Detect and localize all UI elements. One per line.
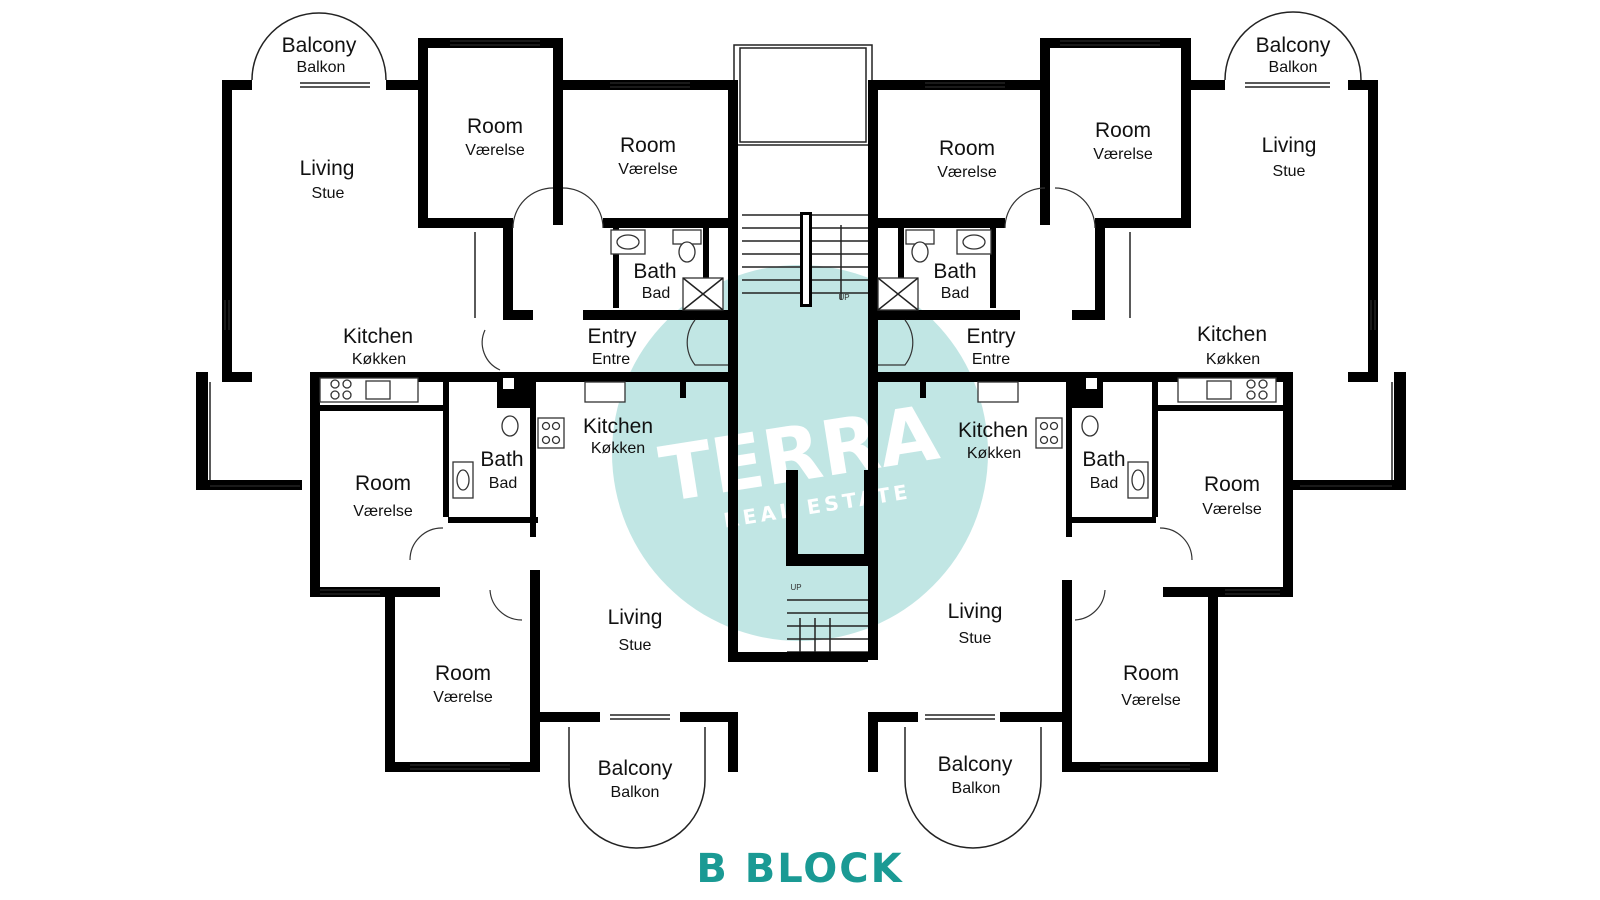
label-bath-top-left: Bath Bad xyxy=(633,260,676,302)
svg-text:Entre: Entre xyxy=(972,351,1010,368)
label-bath-bottom-left: Bath Bad xyxy=(480,448,523,492)
svg-text:Værelse: Værelse xyxy=(618,161,678,178)
label-entry-right: Entry Entre xyxy=(966,325,1016,368)
svg-text:Balkon: Balkon xyxy=(952,780,1001,797)
svg-text:Køkken: Køkken xyxy=(967,445,1021,462)
svg-text:Stue: Stue xyxy=(312,185,345,202)
label-room-top-right-b: Room Værelse xyxy=(1093,119,1153,163)
svg-text:Balcony: Balcony xyxy=(598,757,673,780)
label-balcony-top-right: Balcony Balkon xyxy=(1256,34,1331,76)
svg-text:Bad: Bad xyxy=(941,285,969,302)
svg-text:Bad: Bad xyxy=(1090,475,1118,492)
svg-text:Living: Living xyxy=(1262,134,1317,157)
svg-text:Værelse: Værelse xyxy=(353,503,413,520)
svg-text:Værelse: Værelse xyxy=(433,689,493,706)
svg-text:Køkken: Køkken xyxy=(591,440,645,457)
svg-text:Balcony: Balcony xyxy=(938,753,1013,776)
label-room-bottom-left-a: Room Værelse xyxy=(353,472,413,520)
svg-text:Room: Room xyxy=(467,115,523,138)
svg-text:Entry: Entry xyxy=(966,325,1016,348)
svg-text:Værelse: Værelse xyxy=(1121,692,1181,709)
svg-text:Bath: Bath xyxy=(933,260,976,283)
label-balcony-bottom-right: Balcony Balkon xyxy=(938,753,1013,797)
label-room-bottom-right-a: Room Værelse xyxy=(1202,473,1262,518)
svg-text:Room: Room xyxy=(435,662,491,685)
label-room-bottom-right-b: Room Værelse xyxy=(1121,662,1181,709)
svg-text:Kitchen: Kitchen xyxy=(343,325,413,348)
svg-text:Stue: Stue xyxy=(1273,163,1306,180)
svg-text:Balkon: Balkon xyxy=(1269,59,1318,76)
label-room-top-right-a: Room Værelse xyxy=(937,137,997,181)
watermark: TERRA REAL ESTATE xyxy=(612,265,988,641)
svg-text:Køkken: Køkken xyxy=(352,351,406,368)
label-living-top-right: Living Stue xyxy=(1262,134,1317,180)
svg-text:Kitchen: Kitchen xyxy=(958,419,1028,442)
stair-up-label-upper: UP xyxy=(838,293,849,302)
label-kitchen-top-right: Kitchen Køkken xyxy=(1197,323,1267,368)
svg-text:Bath: Bath xyxy=(480,448,523,471)
label-room-bottom-left-b: Room Værelse xyxy=(433,662,493,706)
svg-text:Room: Room xyxy=(620,134,676,157)
svg-text:Bad: Bad xyxy=(489,475,517,492)
svg-text:Balkon: Balkon xyxy=(297,59,346,76)
balcony-top-right xyxy=(1224,11,1362,81)
svg-text:Balkon: Balkon xyxy=(611,784,660,801)
label-entry-left: Entry Entre xyxy=(587,325,637,368)
watermark-circle xyxy=(612,265,988,641)
windows xyxy=(209,40,1393,770)
label-kitchen-top-left: Kitchen Køkken xyxy=(343,325,413,368)
label-balcony-bottom-left: Balcony Balkon xyxy=(598,757,673,801)
label-living-bottom-right: Living Stue xyxy=(948,600,1003,647)
label-bath-top-right: Bath Bad xyxy=(933,260,976,302)
svg-text:Køkken: Køkken xyxy=(1206,351,1260,368)
walls xyxy=(196,38,1406,772)
balcony-bottom-right xyxy=(904,727,1042,849)
label-bath-bottom-right: Bath Bad xyxy=(1082,448,1125,492)
balcony-bottom-left xyxy=(568,727,706,849)
svg-text:Room: Room xyxy=(1204,473,1260,496)
svg-text:Bath: Bath xyxy=(1082,448,1125,471)
svg-text:Living: Living xyxy=(948,600,1003,623)
svg-text:Room: Room xyxy=(355,472,411,495)
svg-text:Living: Living xyxy=(608,606,663,629)
svg-text:Stue: Stue xyxy=(959,630,992,647)
svg-text:Living: Living xyxy=(300,157,355,180)
svg-text:Entry: Entry xyxy=(587,325,637,348)
svg-text:Værelse: Værelse xyxy=(937,164,997,181)
fixtures xyxy=(319,229,1277,499)
svg-text:Værelse: Værelse xyxy=(465,142,525,159)
stair-up-label-lower: UP xyxy=(790,583,801,592)
label-balcony-top-left: Balcony Balkon xyxy=(282,34,357,76)
door-swings xyxy=(409,187,1193,621)
svg-text:Kitchen: Kitchen xyxy=(1197,323,1267,346)
svg-text:Entre: Entre xyxy=(592,351,630,368)
label-kitchen-bottom-right: Kitchen Køkken xyxy=(958,419,1028,462)
svg-text:Værelse: Værelse xyxy=(1093,146,1153,163)
label-living-bottom-left: Living Stue xyxy=(608,606,663,654)
svg-text:Room: Room xyxy=(1123,662,1179,685)
svg-text:Balcony: Balcony xyxy=(1256,34,1331,57)
label-room-top-left-b: Room Værelse xyxy=(618,134,678,178)
svg-text:Kitchen: Kitchen xyxy=(583,415,653,438)
room-labels: Balcony Balkon Room Værelse Room Værelse… xyxy=(282,34,1331,801)
svg-text:Stue: Stue xyxy=(619,637,652,654)
block-title: B BLOCK xyxy=(696,846,904,892)
label-kitchen-bottom-left: Kitchen Køkken xyxy=(583,415,653,457)
svg-text:Værelse: Værelse xyxy=(1202,501,1262,518)
balcony-top-left xyxy=(251,12,387,81)
label-living-top-left: Living Stue xyxy=(300,157,355,202)
svg-text:Balcony: Balcony xyxy=(282,34,357,57)
svg-text:Room: Room xyxy=(1095,119,1151,142)
svg-text:Bath: Bath xyxy=(633,260,676,283)
label-room-top-left-a: Room Værelse xyxy=(465,115,525,159)
svg-text:Bad: Bad xyxy=(642,285,670,302)
svg-text:Room: Room xyxy=(939,137,995,160)
